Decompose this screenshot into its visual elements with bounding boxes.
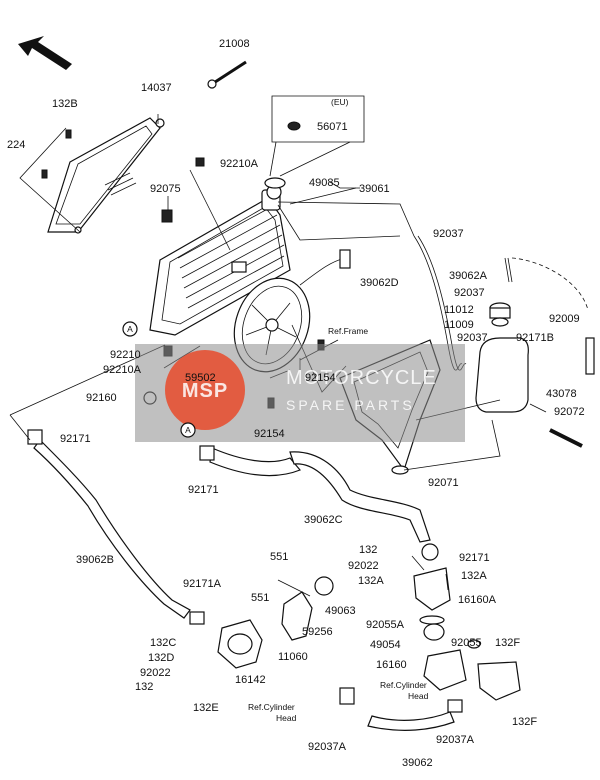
part-label: 39062C xyxy=(304,514,343,526)
part-label: 92171 xyxy=(188,484,219,496)
part-label: 16142 xyxy=(235,674,266,686)
part-label: 132A xyxy=(461,570,487,582)
part-label: 92075 xyxy=(150,183,181,195)
part-label: 49054 xyxy=(370,639,401,651)
part-label: 132A xyxy=(358,575,384,587)
part-label: 92009 xyxy=(549,313,580,325)
part-label: 49085 xyxy=(309,177,340,189)
marker-a-1: A xyxy=(127,324,133,334)
part-label: 92154 xyxy=(254,428,285,440)
reserve-tank xyxy=(475,257,529,413)
part-label: 92210A xyxy=(220,158,259,170)
thermostat-housing xyxy=(413,543,481,691)
part-label: 39062A xyxy=(449,270,488,282)
part-label: 551 xyxy=(251,592,269,604)
eu-callout xyxy=(269,95,365,177)
ref-cylinder-head-1: Head xyxy=(276,713,297,723)
part-label: 49063 xyxy=(325,605,356,617)
part-label: 92072 xyxy=(554,406,585,418)
part-label: 11060 xyxy=(278,651,308,663)
hose-39062C xyxy=(209,447,431,543)
part-label: 92160 xyxy=(86,392,117,404)
part-label: 92154 xyxy=(305,372,336,384)
part-label: 14037 xyxy=(141,82,172,94)
part-label: 224 xyxy=(7,139,25,151)
ref-cylinder-label-1: Ref.Cylinder xyxy=(248,702,295,712)
part-label: 59256 xyxy=(302,626,333,638)
part-label: 551 xyxy=(270,551,288,563)
part-label: 92055 xyxy=(451,637,482,649)
part-label: 92071 xyxy=(428,477,459,489)
temperature-sensor xyxy=(207,60,247,89)
watermark-logo: MSP xyxy=(182,380,228,402)
part-label: 43078 xyxy=(546,388,577,400)
front-direction-arrow xyxy=(18,36,72,70)
part-label: 132D xyxy=(148,652,174,664)
watermark-brand: MOTORCYCLE xyxy=(286,367,437,389)
part-label: 92037A xyxy=(308,741,347,753)
part-label: 132B xyxy=(52,98,78,110)
part-label: 132C xyxy=(150,637,176,649)
circle-a-markers: A A xyxy=(122,321,196,438)
part-label: 39062D xyxy=(360,277,399,289)
part-label: 132F xyxy=(495,637,520,649)
part-label: 92171B xyxy=(516,332,554,344)
part-label: 39062 xyxy=(402,757,433,769)
part-label: 56071 xyxy=(317,121,348,133)
eu-label: (EU) xyxy=(331,97,349,107)
part-label: 11012 xyxy=(444,304,474,316)
watermark-sub: SPARE PARTS xyxy=(286,397,415,413)
ref-frame-label: Ref.Frame xyxy=(328,326,368,336)
small-fittings xyxy=(27,429,463,713)
pump-cover xyxy=(281,576,334,641)
water-pump xyxy=(189,611,263,669)
marker-a-2: A xyxy=(185,425,191,435)
part-label: 39061 xyxy=(359,183,390,195)
radiator-screen xyxy=(47,117,165,234)
part-label: 92055A xyxy=(366,619,405,631)
radiator xyxy=(149,184,291,336)
part-label: 92037 xyxy=(457,332,488,344)
hose-39062B xyxy=(33,439,191,619)
ref-cylinder-label-2: Ref.Cylinder xyxy=(380,680,427,690)
outlet-fitting xyxy=(477,661,521,701)
part-labels: 21008 14037 132B 224 92210A 92075 56071 … xyxy=(7,38,585,769)
part-label: 16160A xyxy=(458,594,497,606)
radiator-cap xyxy=(264,121,301,189)
part-label: 11009 xyxy=(444,319,474,331)
part-label: 92037 xyxy=(433,228,464,240)
part-label: 39062B xyxy=(76,554,114,566)
part-label: 92037A xyxy=(436,734,475,746)
ref-cylinder-head-2: Head xyxy=(408,691,429,701)
part-label: 59502 xyxy=(185,372,216,384)
part-label: 92171A xyxy=(183,578,222,590)
part-label: 92210A xyxy=(103,364,142,376)
part-label: 132 xyxy=(359,544,377,556)
part-label: 92022 xyxy=(140,667,171,679)
part-label: 92210 xyxy=(110,349,141,361)
part-label: 92022 xyxy=(348,560,379,572)
part-label: 16160 xyxy=(376,659,407,671)
part-label: 21008 xyxy=(219,38,250,50)
part-label: 92037 xyxy=(454,287,485,299)
part-label: 92171 xyxy=(459,552,490,564)
hose-39062 xyxy=(367,711,455,731)
part-label: 132F xyxy=(512,716,537,728)
part-label: 132 xyxy=(135,681,153,693)
part-label: 132E xyxy=(193,702,219,714)
part-label: 92171 xyxy=(60,433,91,445)
